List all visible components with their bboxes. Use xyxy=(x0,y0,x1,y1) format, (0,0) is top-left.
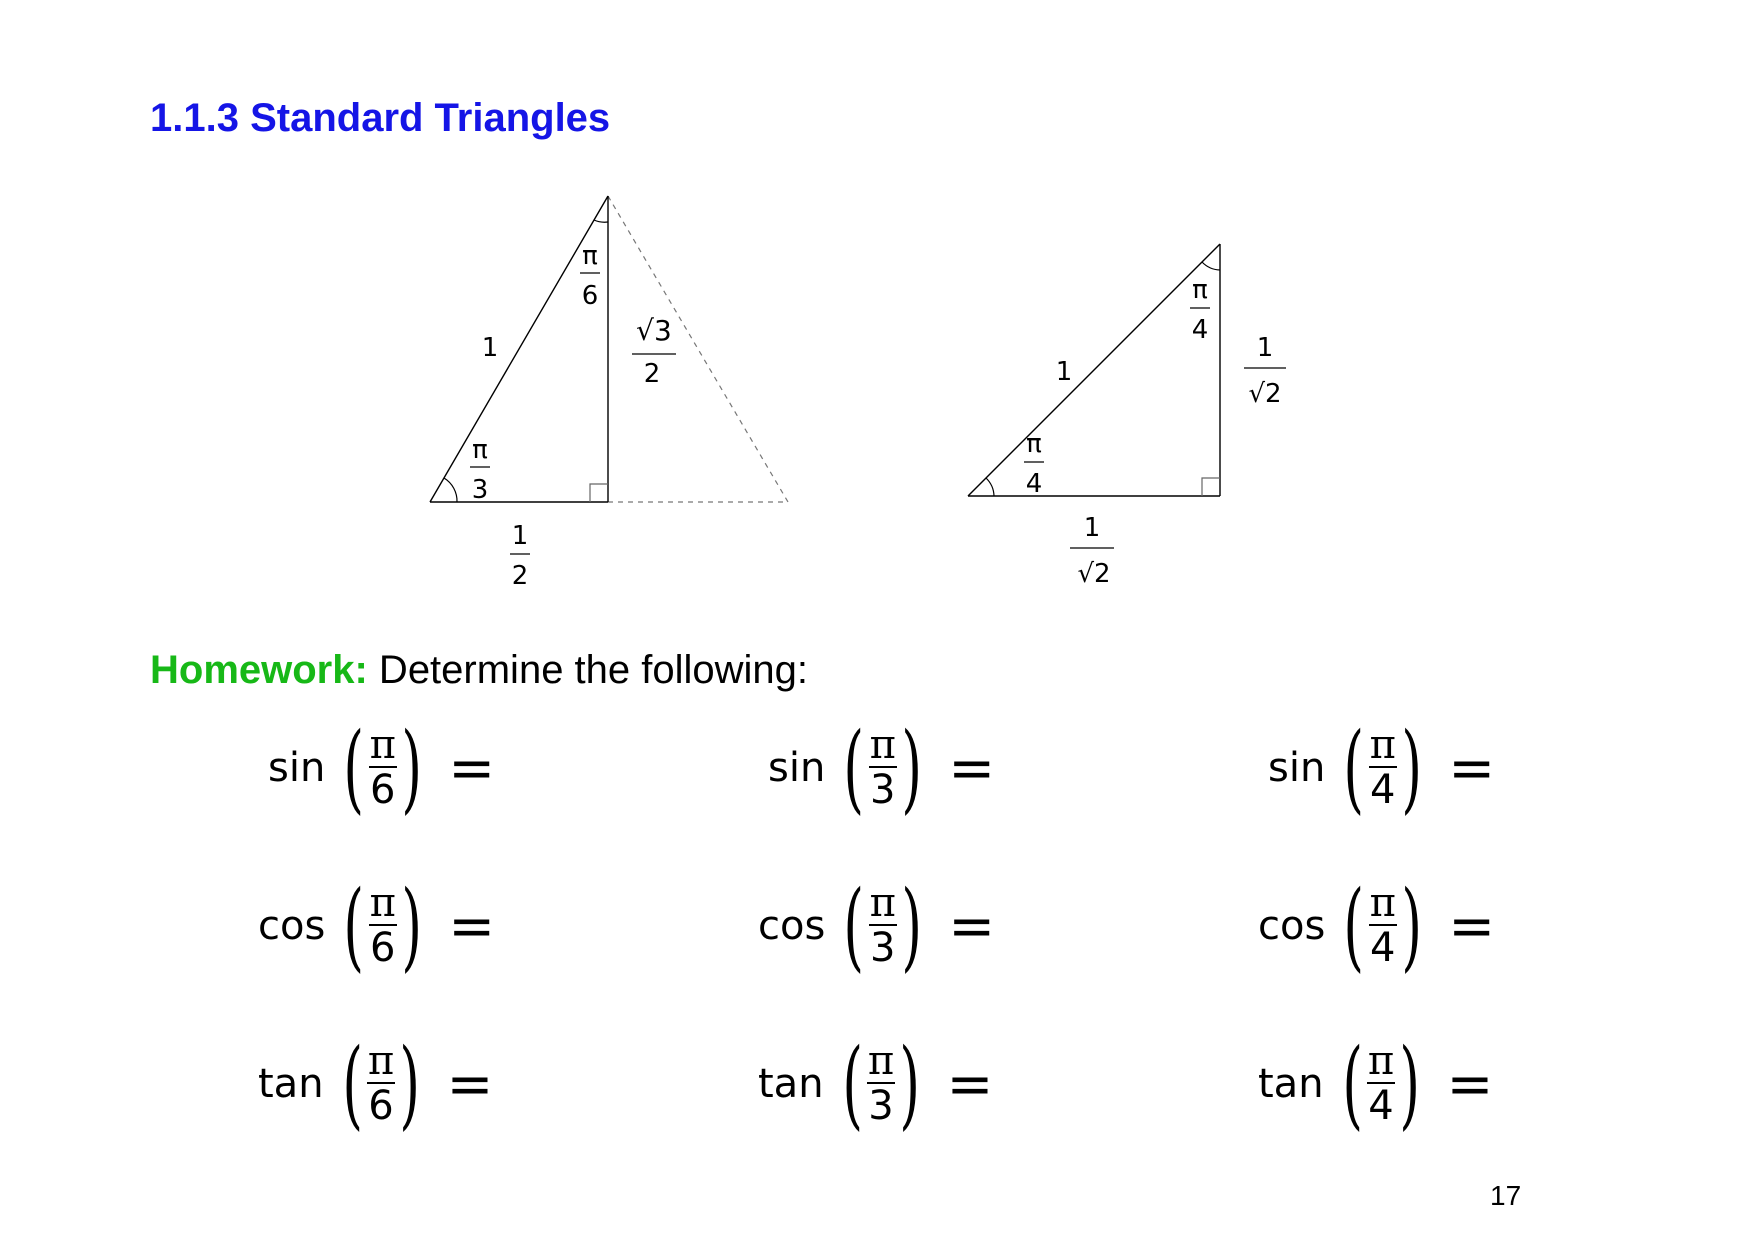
equals-sign: = xyxy=(946,1051,994,1117)
function-name: sin xyxy=(268,745,326,791)
right-paren: ) xyxy=(1399,1028,1421,1140)
hypotenuse-label: 1 xyxy=(482,333,499,363)
function-name: cos xyxy=(758,903,826,949)
function-name: sin xyxy=(768,745,826,791)
right-paren: ) xyxy=(1401,870,1422,982)
top-angle-arc xyxy=(593,219,609,223)
left-paren: ( xyxy=(341,1028,363,1140)
top-angle-arc xyxy=(1201,261,1221,271)
function-name: sin xyxy=(1268,745,1326,791)
right-angle-mark xyxy=(589,483,608,502)
bottom-angle-arc xyxy=(985,477,995,497)
function-name: tan xyxy=(1258,1061,1324,1107)
left-paren: ( xyxy=(841,1028,863,1140)
bottom-angle-den: 3 xyxy=(472,475,489,505)
function-name: tan xyxy=(258,1061,324,1107)
bottom-angle-den: 4 xyxy=(1026,469,1043,499)
homework-label: Homework: xyxy=(150,648,368,692)
base-den: 2 xyxy=(512,561,529,591)
hypotenuse-line xyxy=(429,195,609,503)
triangle-45-45-90: 1 π 4 1 √2 π 4 1 √2 xyxy=(967,243,1286,589)
right-paren: ) xyxy=(901,712,922,824)
page-number: 17 xyxy=(1490,1180,1522,1211)
top-angle-den: 6 xyxy=(582,281,599,311)
left-paren: ( xyxy=(1343,712,1365,824)
left-paren: ( xyxy=(843,870,865,982)
page-title: 1.1.3 Standard Triangles xyxy=(150,96,611,140)
function-name: tan xyxy=(758,1061,824,1107)
function-name: cos xyxy=(258,903,326,949)
bottom-angle-num: π xyxy=(1026,429,1042,459)
vertical-side-den: 2 xyxy=(644,359,661,389)
right-paren: ) xyxy=(399,1028,421,1140)
right-paren: ) xyxy=(401,712,422,824)
right-paren: ) xyxy=(1401,712,1422,824)
left-paren: ( xyxy=(1341,1028,1363,1140)
hypotenuse-label: 1 xyxy=(1056,357,1073,387)
vertical-side-num: 1 xyxy=(1257,333,1274,363)
right-angle-mark xyxy=(1201,477,1220,496)
vertical-side-num: √3 xyxy=(636,314,672,347)
homework-text: Determine the following: xyxy=(367,648,809,692)
equals-sign: = xyxy=(1448,893,1496,959)
bottom-angle-arc xyxy=(443,477,458,503)
hypotenuse-line xyxy=(967,243,1221,497)
left-paren: ( xyxy=(343,870,365,982)
base-num: 1 xyxy=(1084,513,1101,543)
equals-sign: = xyxy=(948,893,996,959)
equals-sign: = xyxy=(448,735,496,801)
top-angle-num: π xyxy=(582,241,598,271)
vertical-side-den: √2 xyxy=(1248,379,1281,409)
left-paren: ( xyxy=(843,712,865,824)
base-den: √2 xyxy=(1077,559,1110,589)
homework-prompt: Homework: Determine the following: xyxy=(150,648,808,693)
right-paren: ) xyxy=(901,870,922,982)
equals-sign: = xyxy=(448,893,496,959)
standard-triangles-figure: 1 π 6 √3 2 π 3 1 2 1 π 4 1 √2 π 4 1 √2 xyxy=(429,195,1286,591)
left-paren: ( xyxy=(343,712,365,824)
right-paren: ) xyxy=(401,870,422,982)
equals-sign: = xyxy=(446,1051,494,1117)
equals-sign: = xyxy=(1446,1051,1494,1117)
right-paren: ) xyxy=(899,1028,921,1140)
top-angle-den: 4 xyxy=(1192,315,1209,345)
left-paren: ( xyxy=(1343,870,1365,982)
function-name: cos xyxy=(1258,903,1326,949)
triangle-30-60-90: 1 π 6 √3 2 π 3 1 2 xyxy=(429,195,789,591)
top-angle-num: π xyxy=(1192,275,1208,305)
equals-sign: = xyxy=(1448,735,1496,801)
equals-sign: = xyxy=(948,735,996,801)
base-num: 1 xyxy=(512,521,529,551)
bottom-angle-num: π xyxy=(472,435,488,465)
